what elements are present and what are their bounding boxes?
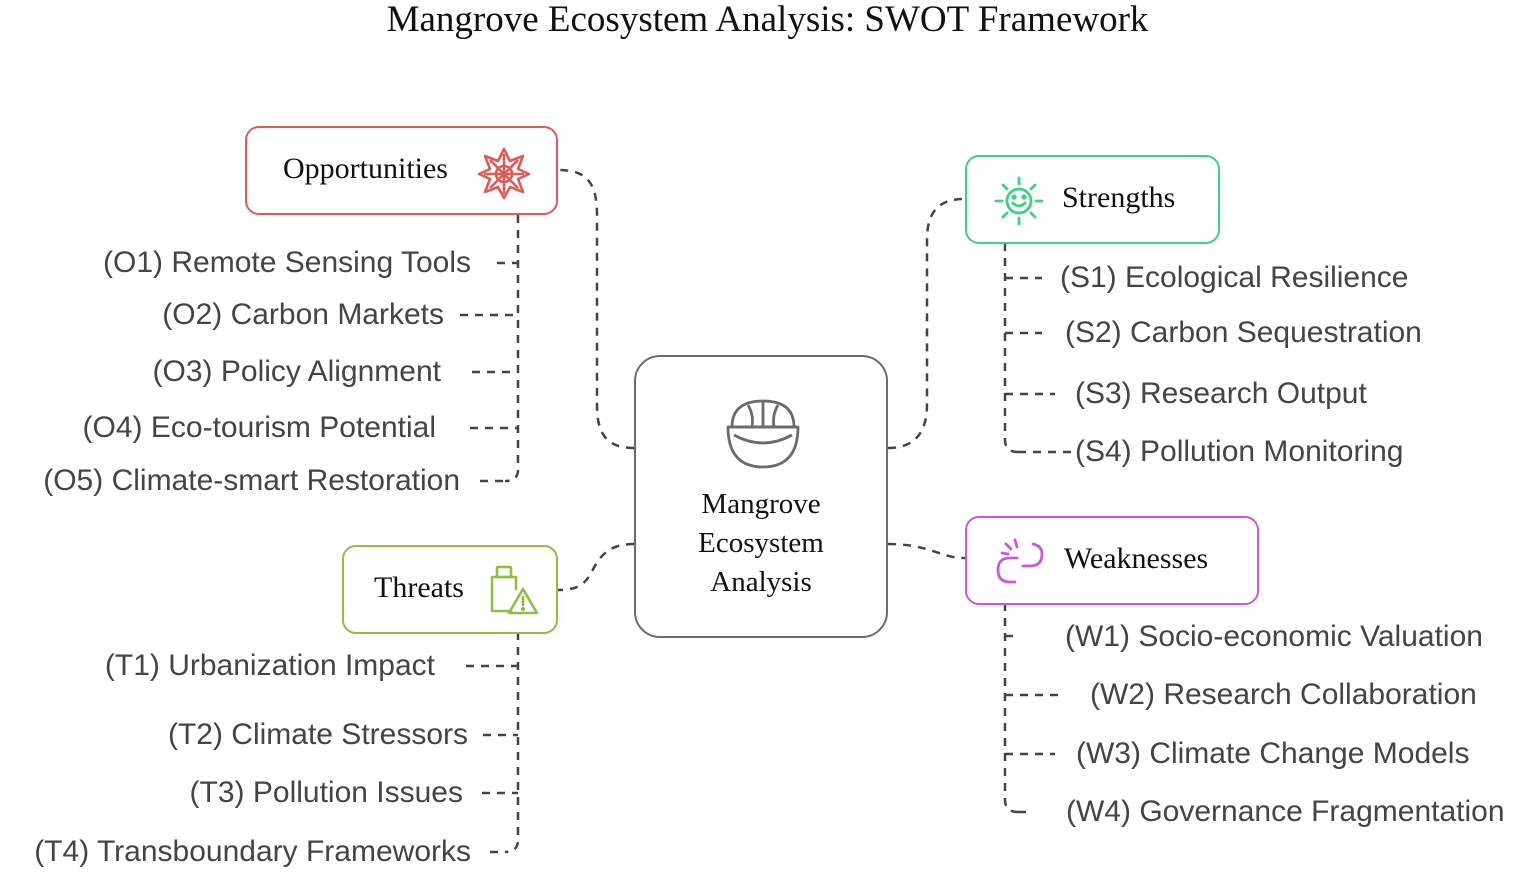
center-node[interactable]: Mangrove Ecosystem Analysis [634,355,888,638]
connector-center-weaknesses [887,542,966,560]
weakness-item: (W2) Research Collaboration [1090,678,1477,711]
trunk-opportunities [504,215,520,483]
trunk-weaknesses [1003,603,1019,814]
opportunities-box[interactable]: Opportunities [245,126,558,215]
opportunity-item: (O3) Policy Alignment [152,355,441,388]
threat-item: (T1) Urbanization Impact [104,649,435,682]
strength-item: (S3) Research Output [1075,377,1367,410]
threat-item: (T2) Climate Stressors [167,718,468,751]
center-title: Mangrove Ecosystem Analysis [636,485,886,602]
strengths-label: Strengths [1062,181,1176,214]
warning-device-icon [487,565,541,622]
strengths-box[interactable]: Strengths [965,155,1220,244]
opportunity-item: (O5) Climate-smart Restoration [43,464,460,497]
strength-item: (S2) Carbon Sequestration [1065,316,1422,349]
threats-box[interactable]: Threats [342,545,558,634]
threats-label: Threats [374,571,464,604]
center-line-1: Mangrove [701,488,821,520]
strength-item: (S1) Ecological Resilience [1060,261,1409,294]
opportunity-item: (O2) Carbon Markets [162,298,444,331]
connector-center-opportunities [556,168,635,450]
connector-center-threats [556,542,635,592]
opportunities-label: Opportunities [283,152,448,185]
weakness-item: (W4) Governance Fragmentation [1066,795,1505,828]
opportunity-item: (O1) Remote Sensing Tools [103,246,471,279]
snowflake-icon [477,146,531,205]
broken-link-icon [993,536,1047,593]
center-line-3: Analysis [710,566,812,598]
strength-item: (S4) Pollution Monitoring [1075,435,1404,468]
mangrove-fruit-icon [724,397,802,476]
trunk-threats [504,632,520,854]
weakness-item: (W3) Climate Change Models [1076,737,1470,770]
weaknesses-label: Weaknesses [1064,542,1209,575]
weakness-item: (W1) Socio-economic Valuation [1065,620,1483,653]
trunk-strengths [1003,243,1019,454]
threat-item: (T3) Pollution Issues [189,776,463,809]
connector-center-strengths [887,197,966,450]
threat-item: (T4) Transboundary Frameworks [34,835,471,868]
opportunity-item: (O4) Eco-tourism Potential [82,411,436,444]
sun-smile-icon [993,175,1045,232]
page-title: Mangrove Ecosystem Analysis: SWOT Framew… [386,0,1149,40]
weaknesses-box[interactable]: Weaknesses [965,516,1259,605]
center-line-2: Ecosystem [698,527,824,559]
